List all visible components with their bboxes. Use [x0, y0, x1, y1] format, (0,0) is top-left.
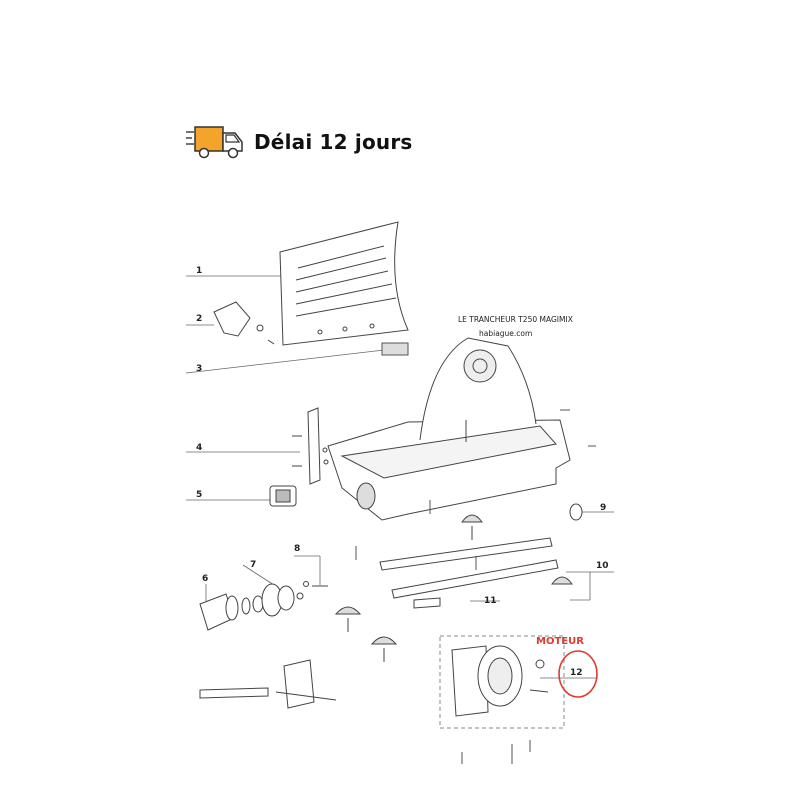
part-mount-plate — [275, 659, 337, 709]
part-cover-grille — [279, 221, 409, 346]
part-feet — [334, 514, 573, 662]
callout-7: 7 — [250, 560, 257, 570]
part-clip — [569, 503, 583, 521]
callout-8: 8 — [294, 544, 301, 554]
delivery-truck-icon — [186, 126, 243, 159]
part-screws — [355, 409, 596, 764]
part-plate — [381, 342, 409, 356]
callout-1: 1 — [196, 266, 203, 276]
callout-4: 4 — [196, 443, 203, 453]
part-vertical-strip — [292, 407, 329, 485]
callout-11: 11 — [484, 596, 497, 606]
callout-9: 9 — [600, 503, 607, 513]
part-switch — [269, 485, 297, 507]
slicer-body — [327, 337, 571, 521]
part-pins — [303, 581, 328, 587]
part-motor — [439, 635, 565, 729]
motor-label: MOTEUR — [536, 636, 584, 647]
diagram-source: habiague.com — [479, 329, 533, 338]
motor-highlight-circle — [558, 650, 598, 698]
callout-10: 10 — [596, 561, 609, 571]
part-bar — [413, 597, 441, 609]
callout-12: 12 — [570, 668, 583, 678]
diagram-credit: LE TRANCHEUR T250 MAGIMIX habiague.com — [458, 313, 573, 341]
callout-leaders — [185, 275, 614, 679]
callout-2: 2 — [196, 314, 203, 324]
callout-6: 6 — [202, 574, 209, 584]
part-knob — [199, 593, 251, 631]
part-bracket — [213, 301, 275, 345]
part-gear — [252, 583, 304, 617]
callout-5: 5 — [196, 490, 203, 500]
delivery-delay-text: Délai 12 jours — [254, 130, 413, 154]
callout-3: 3 — [196, 364, 203, 374]
delivery-banner: Délai 12 jours — [186, 122, 413, 162]
part-rods — [199, 537, 559, 699]
diagram-title: LE TRANCHEUR T250 MAGIMIX — [458, 315, 573, 324]
